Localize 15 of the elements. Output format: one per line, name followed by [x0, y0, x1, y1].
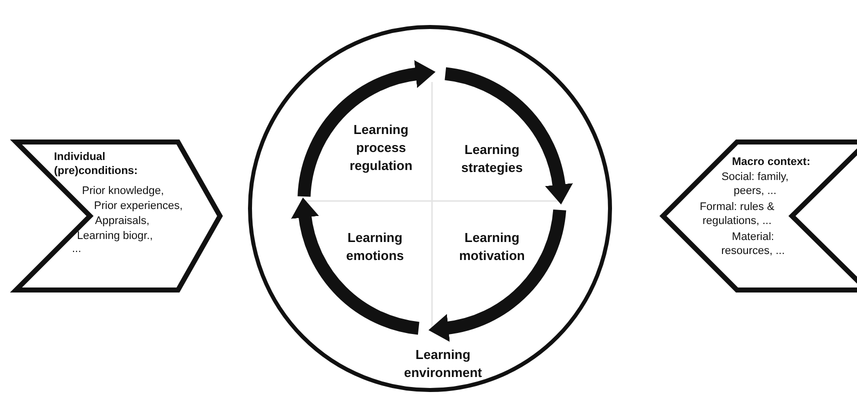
node-label: Learning process regulation — [348, 121, 414, 175]
node-label: Learning motivation — [458, 229, 526, 265]
node-heading: Individual (pre)conditions: — [54, 150, 139, 178]
node-text: Prior experiences, — [94, 199, 184, 213]
node-label: Learning emotions — [345, 229, 405, 265]
node-text: Learning biogr., — [77, 229, 154, 243]
node-text: Material: resources, ... — [720, 230, 786, 258]
node-text: Prior knowledge, — [82, 184, 165, 198]
node-text: Formal: rules & regulations, ... — [698, 200, 776, 228]
node-text: ... — [72, 242, 82, 256]
node-heading: Macro context: — [732, 155, 812, 169]
node-text: Appraisals, — [95, 214, 150, 228]
node-text: Social: family, peers, ... — [720, 170, 790, 198]
node-label: Learning strategies — [460, 141, 524, 177]
node-label: Learning environment — [402, 346, 483, 382]
